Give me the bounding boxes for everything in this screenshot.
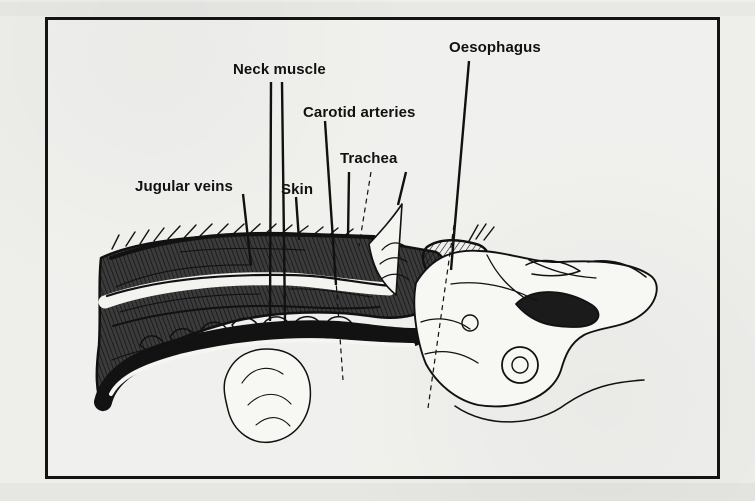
label-oesophagus: Oesophagus [449, 39, 541, 56]
background-text-band-bottom [0, 483, 755, 501]
lower-tissue-fold [224, 349, 310, 442]
background-text-band-top [0, 2, 755, 16]
label-trachea: Trachea [340, 150, 398, 167]
label-skin: Skin [281, 181, 313, 198]
diagram-labels: Neck muscle Oesophagus Carotid arteries … [135, 39, 541, 198]
label-jugular-veins: Jugular veins [135, 178, 233, 195]
label-neck-muscle: Neck muscle [233, 61, 326, 78]
neck-illustration [97, 204, 657, 442]
oesophagus-leader [451, 61, 469, 270]
trachea-leader-2 [398, 172, 406, 205]
neck-muscle-leader-1 [270, 82, 271, 321]
label-carotid-arteries: Carotid arteries [303, 104, 415, 121]
trachea-leader-1 [348, 172, 349, 238]
